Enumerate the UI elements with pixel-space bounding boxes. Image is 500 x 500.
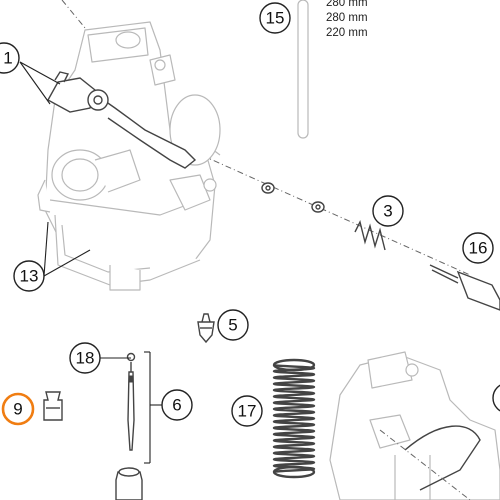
callout-17-label: 17: [238, 402, 257, 421]
washers: [261, 182, 325, 213]
callout-17: 17: [231, 395, 263, 427]
callout-16: 16: [462, 232, 494, 264]
needle-rod: [297, 0, 309, 139]
spec-3: 220 mm: [326, 27, 368, 39]
callout-partial-right: [492, 384, 500, 412]
throttle-lever: [47, 71, 197, 169]
callout-13-label: 13: [20, 267, 39, 286]
callout-1: 1: [0, 42, 20, 74]
callout-5: 5: [217, 309, 249, 341]
large-spring: [272, 358, 316, 479]
callout-6: 6: [161, 389, 193, 421]
spec-2: 280 mm: [326, 12, 368, 24]
spring-length-specs: 280 mm 280 mm 220 mm: [326, 0, 368, 39]
callout-3: 3: [372, 195, 404, 227]
spec-1: 280 mm: [326, 0, 368, 9]
callout-16-label: 16: [469, 239, 488, 258]
callout-9-label: 9: [13, 400, 22, 419]
nut: [115, 467, 143, 500]
callout-1-label: 1: [3, 49, 12, 68]
lower-carburetor-body: [329, 351, 500, 500]
leader-lines: [19, 61, 162, 464]
callout-18: 18: [69, 342, 101, 374]
jet: [197, 313, 215, 344]
carburetor-body: [37, 21, 221, 291]
callout-15-label: 15: [266, 9, 285, 28]
callout-6-label: 6: [172, 396, 181, 415]
adjusting-screw: [429, 264, 500, 311]
callout-18-label: 18: [76, 349, 95, 368]
bushing: [43, 391, 63, 421]
jet-needle: [126, 352, 136, 451]
small-spring: [354, 219, 386, 251]
callout-13: 13: [13, 260, 45, 292]
callout-3-label: 3: [383, 202, 392, 221]
callout-9-highlighted[interactable]: 9: [1, 392, 35, 426]
callout-5-label: 5: [228, 316, 237, 335]
callout-15: 15: [259, 2, 291, 34]
